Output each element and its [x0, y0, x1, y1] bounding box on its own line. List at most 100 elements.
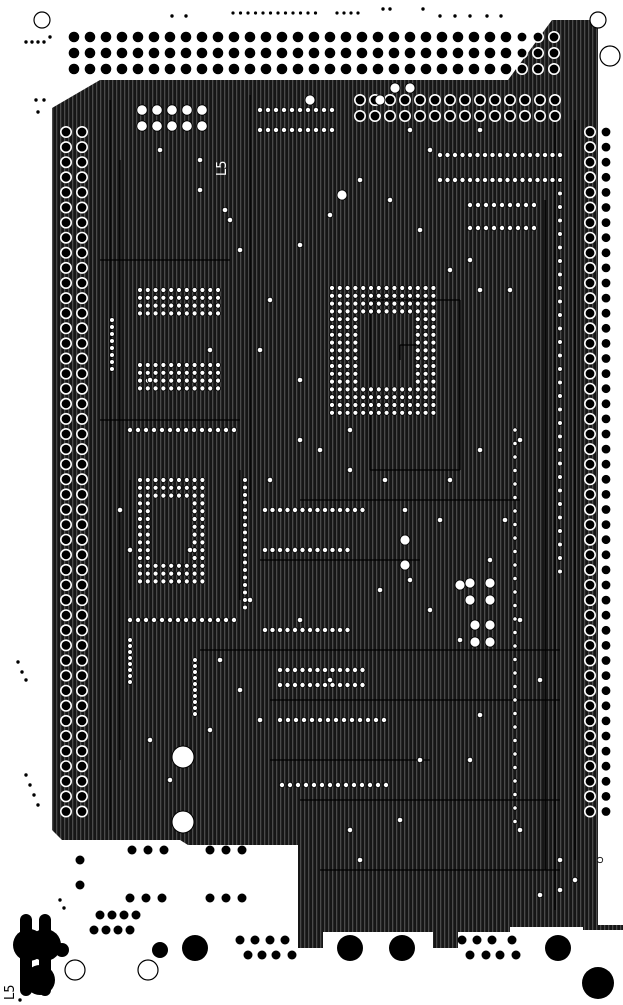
via [376, 586, 384, 594]
via [496, 176, 504, 184]
pad [324, 47, 336, 59]
via [199, 294, 206, 301]
via [360, 402, 367, 408]
pad [268, 11, 273, 15]
via [512, 494, 518, 501]
pad [599, 307, 612, 320]
via [183, 369, 190, 376]
via [152, 310, 159, 317]
pad [468, 47, 480, 59]
via [137, 531, 143, 538]
pad [599, 503, 612, 516]
via [336, 339, 343, 346]
pad [76, 473, 89, 486]
pad [59, 473, 72, 486]
pad [59, 624, 72, 637]
pad [599, 322, 612, 335]
via [534, 176, 541, 183]
via [176, 287, 182, 293]
via [236, 686, 244, 694]
via [527, 176, 534, 183]
via [557, 528, 563, 534]
via [291, 627, 298, 634]
via [137, 287, 143, 293]
via [484, 594, 496, 606]
via [506, 224, 513, 231]
pad [507, 935, 517, 945]
via [344, 285, 351, 291]
via [512, 548, 518, 555]
pad [59, 609, 72, 622]
via [144, 310, 151, 317]
via [176, 477, 182, 483]
via [352, 402, 359, 408]
via [399, 409, 406, 416]
via [199, 555, 206, 561]
via [314, 506, 321, 513]
via [512, 151, 519, 158]
pad [28, 783, 32, 787]
via [414, 347, 421, 354]
via [484, 636, 496, 648]
via [531, 224, 538, 231]
via [199, 477, 206, 483]
via [496, 151, 503, 158]
via [137, 500, 143, 507]
via [422, 331, 429, 338]
via [215, 287, 221, 293]
pad [276, 31, 288, 43]
via [176, 562, 182, 569]
via [328, 107, 335, 114]
via [183, 302, 190, 309]
via [280, 107, 287, 114]
via [399, 285, 406, 291]
pad [599, 382, 612, 395]
via [344, 355, 351, 362]
via [422, 300, 429, 307]
pad [398, 94, 411, 107]
via [127, 655, 133, 661]
via [276, 547, 283, 554]
pad [583, 684, 596, 697]
pad [59, 156, 72, 169]
via [137, 310, 143, 317]
via [436, 176, 443, 183]
via [183, 294, 190, 301]
pad [298, 11, 303, 15]
via [136, 104, 148, 116]
pad [59, 790, 72, 803]
pad [196, 63, 208, 75]
via [557, 433, 563, 440]
via [242, 574, 248, 581]
pad [583, 382, 596, 395]
via [336, 363, 343, 369]
copper-pour [52, 20, 623, 948]
pad [599, 488, 612, 501]
via [236, 246, 244, 254]
via [321, 682, 328, 689]
via [126, 546, 134, 554]
via [523, 224, 530, 231]
via [542, 176, 549, 183]
via [536, 676, 544, 684]
via [192, 663, 198, 669]
via [191, 492, 198, 499]
pad [76, 458, 89, 471]
via [407, 285, 413, 291]
via [329, 300, 335, 307]
via [329, 355, 335, 362]
via [222, 426, 229, 433]
via [136, 120, 148, 132]
via [168, 362, 175, 368]
via [512, 683, 518, 690]
via [116, 506, 124, 514]
via [383, 300, 390, 307]
via [137, 508, 143, 515]
pad [583, 594, 596, 607]
via [344, 386, 351, 393]
via [512, 454, 518, 460]
via [557, 406, 563, 413]
pad [515, 62, 528, 75]
pad [583, 669, 596, 682]
via [416, 226, 424, 234]
